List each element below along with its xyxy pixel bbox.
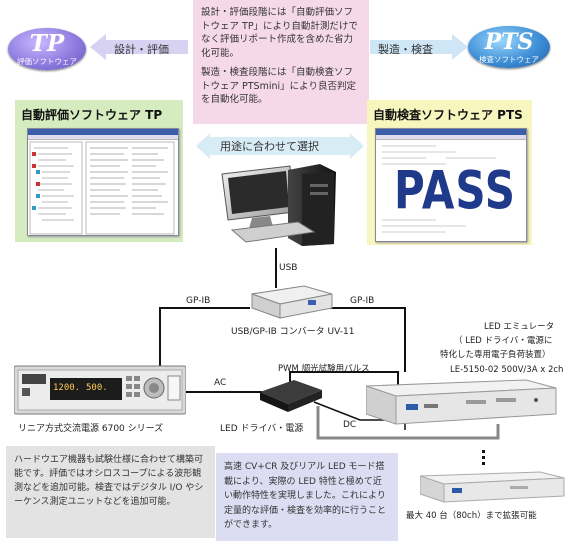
emulator-label-2: （ LED ドライバ・電源に <box>454 336 553 346</box>
manufacture-label: 製造・検査 <box>378 43 433 56</box>
computer-icon <box>221 164 336 246</box>
ps-display-voltage: 1200. <box>53 383 81 393</box>
gpib-right-label: GP-IB <box>350 296 375 306</box>
gpib-left-label: GP-IB <box>186 296 211 306</box>
led-emulator-icon <box>366 379 557 425</box>
converter-icon <box>251 285 333 319</box>
pts-panel-title: 自動検査ソフトウェア PTS <box>373 108 523 122</box>
top-note-para2: 製造・検査段階には「自動検査ソフトウェア PTSmini」により良否判定を自動化… <box>201 67 356 105</box>
hardware-note: ハードウエア機器も試験仕様に合わせて構築可能です。評価ではオシロスコープによる波… <box>6 446 215 538</box>
emulator-model: LE-5150-02 500V/3A x 2ch <box>450 365 564 375</box>
pts-logo: PTS 検査ソフトウェア <box>468 26 550 68</box>
expand-label: 最大 40 台（80ch）まで拡張可能 <box>406 511 537 521</box>
tp-screenshot-content <box>29 141 175 235</box>
dc-label: DC <box>343 420 357 430</box>
converter-label: USB/GP-IB コンバータ UV-11 <box>231 327 355 337</box>
emulator-note: 高速 CV+CR 及びリアル LED モード搭載により、実際の LED 特性と極… <box>216 453 398 541</box>
top-note-para1: 設計・評価段階には「自動評価ソフトウェア TP」により自動計測だけでなく評価リポ… <box>201 7 358 59</box>
design-eval-label: 設計・評価 <box>114 43 169 56</box>
pts-logo-subtext: 検査ソフトウェア <box>479 55 539 64</box>
manufacture-arrow <box>370 34 468 60</box>
tp-panel: 自動評価ソフトウェア TP <box>15 100 183 242</box>
tp-panel-title: 自動評価ソフトウェア TP <box>21 108 163 122</box>
pts-logo-text: PTS <box>484 29 534 55</box>
emulator-label-1: LED エミュレータ <box>484 322 555 332</box>
emulator-label-3: 特化した専用電子負荷装置） <box>440 350 551 360</box>
pwm-label: PWM 調光試験用パルス <box>278 364 370 374</box>
select-label: 用途に合わせて選択 <box>220 140 319 153</box>
led-emulator-extra-icon <box>420 471 565 503</box>
top-note: 設計・評価段階には「自動評価ソフトウェア TP」により自動計測だけでなく評価リポ… <box>193 0 369 124</box>
design-eval-arrow <box>90 34 188 60</box>
ac-label: AC <box>214 378 227 388</box>
tp-logo: TP 評価ソフトウェア <box>8 28 86 70</box>
tp-logo-text: TP <box>29 30 65 57</box>
power-source-icon <box>14 365 186 415</box>
tp-logo-subtext: 評価ソフトウェア <box>17 57 77 66</box>
pts-screenshot-lines <box>382 145 496 233</box>
pts-screenshot: PASS <box>375 128 527 242</box>
ps-display-current: 500. <box>86 383 108 393</box>
led-driver-icon <box>260 380 322 412</box>
select-arrow <box>196 133 364 159</box>
power-source-label: リニア方式交流電源 6700 シリーズ <box>18 424 164 434</box>
pass-text: PASS <box>394 159 517 221</box>
tp-screenshot <box>27 128 179 236</box>
usb-label: USB <box>279 263 298 273</box>
pts-panel: 自動検査ソフトウェア PTS PASS <box>367 100 532 245</box>
led-driver-label: LED ドライバ・電源 <box>220 424 304 434</box>
